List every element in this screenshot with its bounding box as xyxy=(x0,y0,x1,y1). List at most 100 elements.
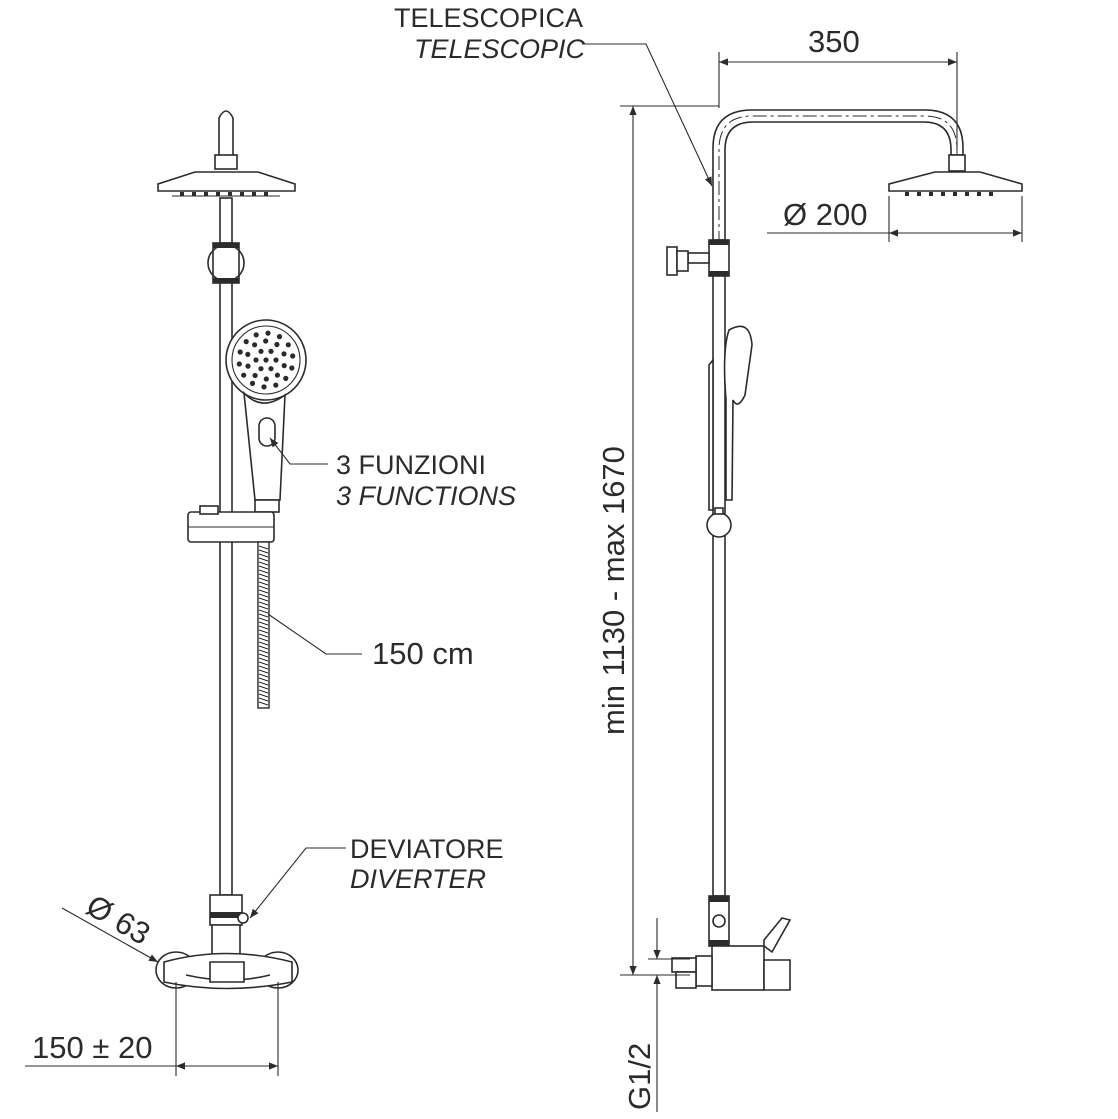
side-arm-centerline xyxy=(718,115,958,245)
hose-hatch-line xyxy=(258,613,269,618)
diverter-label-it: DEVIATORE xyxy=(350,834,504,864)
diverter-label-en: DIVERTER xyxy=(350,864,486,894)
hose-hatch-line xyxy=(258,701,269,706)
hose-hatch-line xyxy=(258,585,269,590)
hose-hatch-line xyxy=(258,649,269,654)
side-diverter xyxy=(708,895,730,947)
flange-diameter-dimension: Ø 63 xyxy=(61,888,159,963)
functions-label-en: 3 FUNCTIONS xyxy=(336,481,516,511)
front-mixer xyxy=(155,924,299,990)
hose-hatch-line xyxy=(258,673,269,678)
nozzle-dot xyxy=(258,366,264,372)
side-view xyxy=(666,109,1023,991)
nozzle-dot xyxy=(252,372,258,379)
telescopic-callout: TELESCOPICA TELESCOPIC xyxy=(394,3,713,187)
hose-hatch-line xyxy=(258,661,269,666)
hose-hatch-line xyxy=(258,697,269,702)
front-top-bend xyxy=(218,110,234,155)
nozzle-dot xyxy=(261,384,267,390)
side-head-connector xyxy=(948,154,966,172)
nozzle-dot xyxy=(241,372,247,378)
hose-hatch-line xyxy=(258,605,269,610)
hose-hatch-line xyxy=(258,629,269,634)
hose-hatch-line xyxy=(258,633,269,638)
nozzle-dot xyxy=(285,342,291,348)
hose-hatch-line xyxy=(258,589,269,594)
hose-hatch-line xyxy=(258,561,269,566)
thread-size-value: G1/2 xyxy=(622,1043,657,1110)
hose-hatch-line xyxy=(258,549,269,554)
nozzle-dot xyxy=(265,330,271,336)
hose-hatch-line xyxy=(258,669,269,674)
front-head-connector xyxy=(214,154,238,170)
nozzle-dot xyxy=(263,338,269,344)
hose-hatch-line xyxy=(258,621,269,626)
height-dimension: min 1130 - max 1670 xyxy=(596,105,719,976)
hose-length-value: 150 cm xyxy=(372,636,474,671)
diverter-callout: DEVIATORE DIVERTER xyxy=(249,834,504,919)
hose-hatch-line xyxy=(258,665,269,670)
nozzle-dot xyxy=(268,366,274,372)
nozzle-dot xyxy=(263,357,269,363)
hose-hatch-line xyxy=(258,653,269,658)
side-mixer xyxy=(671,917,792,991)
hose-hatch-line xyxy=(258,593,269,598)
nozzle-dot xyxy=(236,361,242,367)
nozzle-dot xyxy=(268,348,274,354)
nozzle-dot xyxy=(273,357,279,363)
hose-hatch-line xyxy=(258,545,269,550)
hose-hatch-line xyxy=(258,577,269,582)
nozzle-dot xyxy=(274,372,280,378)
side-hand-shower xyxy=(706,325,753,538)
hose-hatch-line xyxy=(258,601,269,606)
front-rain-head xyxy=(157,171,296,197)
functions-callout: 3 FUNZIONI 3 FUNCTIONS xyxy=(269,437,516,511)
hose-hatch-line xyxy=(258,685,269,690)
telescopic-label-en: TELESCOPIC xyxy=(414,34,586,64)
nozzle-dot xyxy=(245,363,251,369)
front-hose-hatching xyxy=(258,545,269,706)
nozzle-dot xyxy=(283,375,289,381)
hose-hatch-line xyxy=(258,573,269,578)
nozzle-dot xyxy=(263,376,269,382)
hose-hatch-line xyxy=(258,689,269,694)
hose-hatch-line xyxy=(258,597,269,602)
hose-hatch-line xyxy=(258,557,269,562)
front-hand-shower xyxy=(225,319,307,513)
hose-hatch-line xyxy=(258,641,269,646)
front-hose xyxy=(257,541,270,709)
hose-hatch-line xyxy=(258,681,269,686)
front-view xyxy=(155,110,307,990)
nozzle-dot xyxy=(281,351,287,357)
nozzle-dot xyxy=(249,380,256,386)
nozzle-dot xyxy=(252,342,258,348)
nozzle-dot xyxy=(253,332,259,338)
height-range-value: min 1130 - max 1670 xyxy=(596,446,631,735)
nozzle-dot xyxy=(273,382,279,388)
head-diameter-value: Ø 200 xyxy=(783,197,867,232)
nozzle-dot xyxy=(290,353,296,359)
hose-hatch-line xyxy=(258,677,269,682)
functions-label-it: 3 FUNZIONI xyxy=(336,450,486,480)
inlet-spacing-dimension: 150 ± 20 xyxy=(25,982,279,1076)
hose-length-callout: 150 cm xyxy=(267,613,474,671)
hose-hatch-line xyxy=(258,569,269,574)
nozzle-dot xyxy=(237,349,243,355)
nozzle-dot xyxy=(274,341,280,348)
thread-size-dimension: G1/2 xyxy=(622,918,690,1112)
nozzle-dot xyxy=(243,339,249,345)
nozzle-dot xyxy=(258,348,264,354)
front-slide-holder xyxy=(187,505,275,543)
front-diverter xyxy=(209,894,249,926)
telescopic-label-it: TELESCOPICA xyxy=(394,3,583,33)
hose-hatch-line xyxy=(258,657,269,662)
front-upper-pipe xyxy=(219,197,233,244)
hose-hatch-line xyxy=(258,645,269,650)
hose-hatch-line xyxy=(258,565,269,570)
nozzle-dot xyxy=(245,351,251,357)
hose-hatch-line xyxy=(258,581,269,586)
inlet-spacing-value: 150 ± 20 xyxy=(32,1030,152,1065)
hose-hatch-line xyxy=(258,553,269,558)
hose-hatch-line xyxy=(258,693,269,698)
